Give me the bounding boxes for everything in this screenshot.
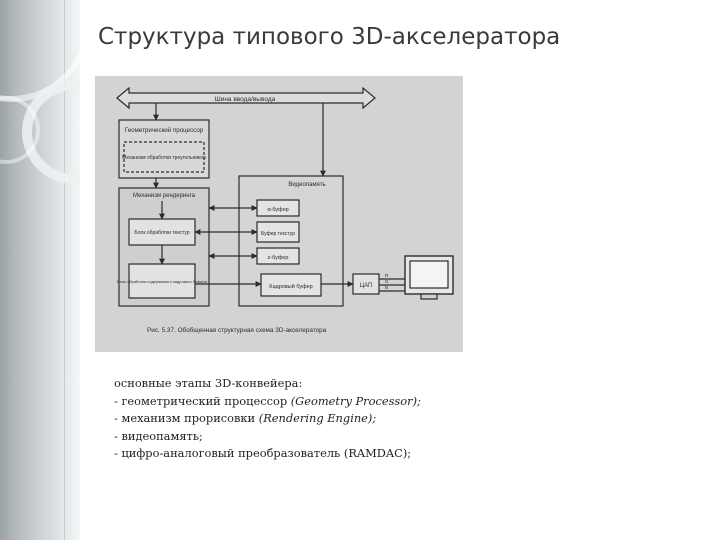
geometry-processor-block: Геометрический процессор Механизм обрабо… bbox=[118, 119, 210, 179]
notes-heading: основные этапы 3D-конвейера: bbox=[114, 376, 303, 390]
dac-label: ЦАП bbox=[360, 283, 373, 289]
rgb-lines: R G B bbox=[379, 273, 405, 292]
texture-buffer-label: Буфер текстур bbox=[261, 231, 295, 237]
frame-content-unit-label: Блок обработки содержимого кадрового буф… bbox=[117, 279, 208, 284]
monitor-icon bbox=[404, 255, 454, 300]
io-bus-arrow: Шина ввода/вывода bbox=[116, 86, 376, 110]
note-rendering-english: (Rendering Engine); bbox=[258, 411, 377, 426]
frame-buffer-label: Кадровый буфер bbox=[269, 283, 312, 290]
triangle-engine-label: Механизм обработки треугольников bbox=[122, 155, 206, 161]
note-geometry-english: (Geometry Processor); bbox=[290, 393, 421, 408]
video-memory-label: Видеопамять bbox=[288, 182, 325, 188]
note-item-rendering: - механизм прорисовки (Rendering Engine)… bbox=[114, 410, 444, 428]
rgb-label-b: B bbox=[385, 285, 388, 290]
video-memory-block: Видеопамять α-буфер Буфер текстур z-буфе… bbox=[238, 175, 344, 307]
decorative-sidebar bbox=[0, 0, 80, 540]
accelerator-diagram: Шина ввода/вывода Геометрический процесс… bbox=[116, 86, 454, 334]
texture-unit-label: Блок обработки текстур bbox=[134, 230, 190, 236]
rendering-engine-block: Механизм рендеринга Блок обработки текст… bbox=[117, 187, 210, 307]
note-item-videomemory: - видеопамять; bbox=[114, 428, 203, 443]
diagram-scan: Шина ввода/вывода Геометрический процесс… bbox=[95, 76, 463, 352]
note-item-geometry: - геометрический процессор (Geometry Pro… bbox=[114, 393, 444, 411]
rgb-label-g: G bbox=[385, 279, 389, 284]
figure-caption: Рис. 5.37. Обобщенная структурная схема … bbox=[147, 326, 327, 334]
note-item-ramdac: - цифро-аналоговый преобразователь (RAMD… bbox=[114, 446, 412, 461]
notes-list: основные этапы 3D-конвейера: - геометрич… bbox=[114, 375, 444, 463]
page-title: Структура типового 3D-акселератора bbox=[98, 24, 561, 50]
dac-block: ЦАП bbox=[352, 273, 380, 295]
note-geometry-text: - геометрический процессор bbox=[114, 393, 291, 408]
sidebar-divider bbox=[64, 0, 65, 540]
alpha-buffer-label: α-буфер bbox=[267, 207, 288, 213]
rgb-label-r: R bbox=[385, 273, 389, 278]
note-rendering-text: - механизм прорисовки bbox=[114, 411, 259, 426]
io-bus-label: Шина ввода/вывода bbox=[215, 96, 276, 103]
z-buffer-label: z-буфер bbox=[268, 255, 289, 261]
rendering-engine-label: Механизм рендеринга bbox=[133, 193, 196, 199]
geometry-processor-label: Геометрический процессор bbox=[125, 127, 204, 134]
